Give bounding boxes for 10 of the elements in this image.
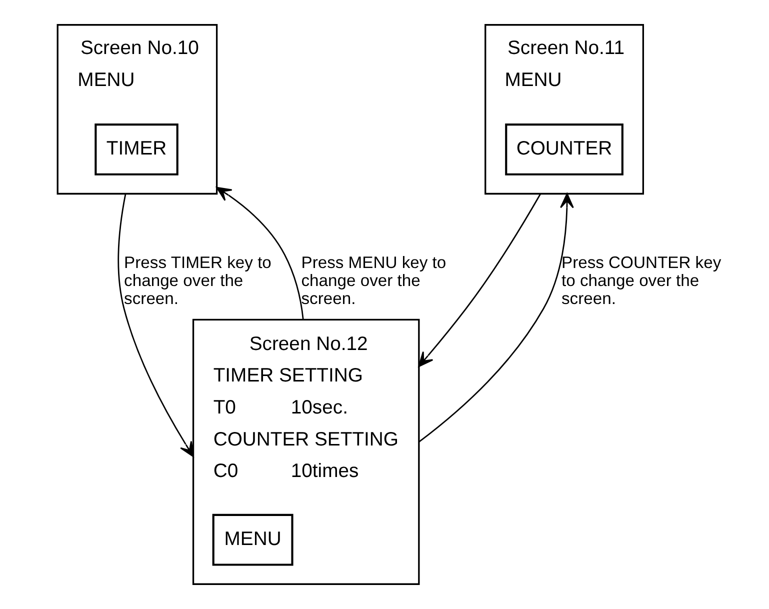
node-box: MENU: [212, 514, 293, 566]
edge-label: Press TIMER key to change over the screen.: [124, 252, 271, 308]
edge-label: Press MENU key to change over the screen.: [300, 252, 446, 308]
node-box: TIMER: [94, 124, 178, 176]
arrow: [216, 186, 304, 320]
edge-label: Press COUNTER key to change over the screen.: [561, 252, 721, 308]
arrow: [418, 193, 541, 368]
arrow: [418, 193, 574, 442]
arrow: [117, 194, 194, 458]
node-box: COUNTER: [504, 124, 623, 176]
